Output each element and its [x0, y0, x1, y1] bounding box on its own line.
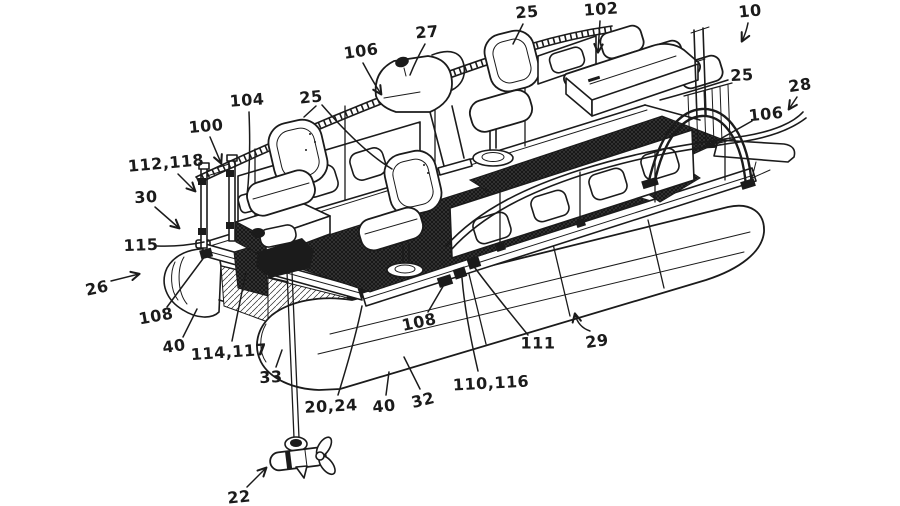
leader-112-118-gate-hinge — [177, 173, 197, 193]
ref-label-25-stern-bench: 25 — [729, 64, 755, 86]
motor-body — [269, 446, 327, 472]
leader-25-pedestal-seats — [321, 104, 393, 170]
ref-label-25-pedestal-seats: 25 — [298, 86, 324, 108]
leader-115-deck-trim — [156, 241, 205, 247]
leader-114-117-under-deck-bracket — [231, 271, 247, 342]
helm-seat — [468, 29, 541, 167]
leader-108-port-bracket — [166, 255, 206, 308]
steering-wheel — [395, 56, 409, 68]
ref-label-22-trolling-motor: 22 — [226, 486, 252, 506]
ref-label-115-deck-trim: 115 — [123, 234, 159, 256]
furniture — [235, 24, 724, 278]
motor-skeg — [295, 465, 308, 479]
ref-label-25-helm-seat: 25 — [514, 1, 540, 23]
leader-106-stern-arch — [704, 120, 753, 149]
leader-33-nose-cone — [275, 349, 283, 368]
ref-label-30-bow: 30 — [133, 186, 159, 208]
pedestal-seat-2 — [358, 149, 443, 278]
leader-25-stern-bench — [659, 79, 729, 101]
stern-bench — [563, 24, 724, 117]
pontoon-starboard — [256, 204, 765, 391]
seat-cushion — [246, 169, 316, 217]
leader-104-seat-mount — [246, 111, 251, 197]
ref-label-20-24-motor-pod: 20,24 — [303, 395, 359, 417]
leader-29-pontoon-side — [571, 312, 591, 332]
ref-label-104-seat-mount: 104 — [228, 89, 266, 111]
trolling-motor — [251, 224, 336, 479]
leader-28-swim-platform — [787, 96, 798, 111]
helm-console — [374, 50, 473, 176]
leader-111-rail-fastener — [474, 267, 529, 336]
ref-label-102-side-wall: 102 — [582, 0, 620, 20]
ref-label-10-boat: 10 — [737, 0, 763, 22]
ref-label-100-bow-gate: 100 — [187, 115, 225, 137]
ref-label-40-port-pontoon: 40 — [161, 334, 187, 358]
leader-10-boat — [740, 22, 751, 43]
leader-27-helm-console — [409, 43, 426, 76]
leader-30-bow — [154, 206, 181, 230]
leader-20-24-motor-pod — [337, 305, 363, 396]
fence-window — [349, 147, 387, 181]
leader-25-helm-seat — [512, 23, 524, 45]
stern-structures — [199, 26, 807, 288]
motor-shaft — [286, 271, 300, 439]
ref-label-29-pontoon-side: 29 — [584, 329, 610, 353]
leader-lines — [110, 20, 798, 488]
leader-22-trolling-motor — [246, 466, 268, 488]
leader-25-pedestal-seats — [303, 105, 317, 118]
leader-26-port-pontoon-bow — [110, 270, 141, 282]
ref-label-40-starboard-pontoon: 40 — [371, 395, 397, 417]
ref-label-106-stern-arch: 106 — [747, 102, 785, 126]
leader-110-116-rail-bracket — [461, 277, 479, 372]
ref-label-33-nose-cone: 33 — [258, 366, 284, 388]
leader-32-starboard-pontoon — [403, 356, 421, 390]
seat-cushion — [468, 89, 534, 133]
ref-label-28-swim-platform: 28 — [787, 73, 813, 97]
leader-40-starboard-pontoon — [385, 371, 390, 396]
rail-bracket — [452, 266, 468, 280]
rail-fastener — [466, 256, 482, 270]
deck-bracket-starboard — [436, 274, 454, 288]
ref-label-111-rail-fastener: 111 — [520, 333, 556, 353]
swim-platform — [713, 139, 796, 163]
leader-100-bow-gate — [209, 136, 223, 165]
leader-102-side-wall — [593, 20, 604, 54]
seat-back — [483, 29, 541, 93]
seat-cushion — [358, 206, 424, 252]
leader-108-starboard-bracket — [427, 282, 446, 313]
ref-label-27-helm-console: 27 — [414, 21, 440, 43]
deck-bracket-port — [199, 247, 214, 260]
ref-label-110-116-rail-bracket: 110,116 — [452, 371, 530, 395]
starboard-rail — [436, 111, 807, 288]
side-wall — [537, 35, 597, 85]
leader-40-port-pontoon — [182, 308, 198, 338]
leader-106-port-rail — [362, 62, 383, 96]
